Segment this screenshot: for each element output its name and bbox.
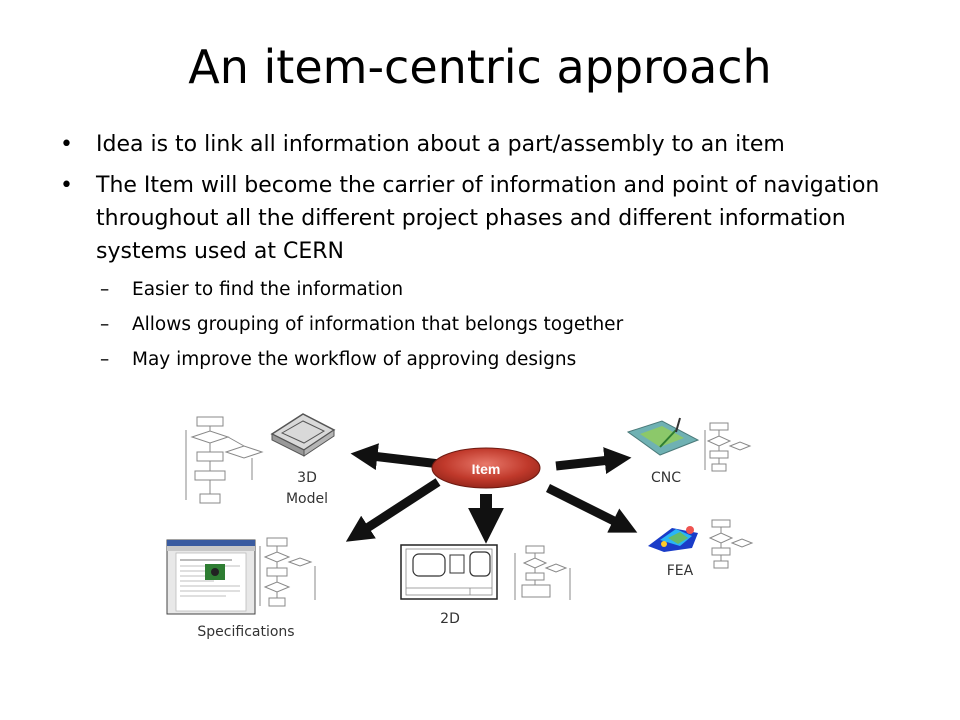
arrow-to-specifications <box>345 478 441 542</box>
flowchart-thumbnail <box>185 416 264 504</box>
label-fea: FEA <box>666 563 694 579</box>
bullet-item: • The Item will become the carrier of in… <box>60 169 920 268</box>
slide-title: An item-centric approach <box>188 40 772 94</box>
arrow-to-cnc <box>555 447 632 475</box>
label-specifications: Specifications <box>197 624 295 640</box>
sub-bullet-text: May improve the workflow of approving de… <box>132 349 577 370</box>
flowchart-thumbnail-cnc <box>704 422 752 472</box>
3d-model-thumbnail <box>270 413 336 457</box>
item-label: Item <box>472 461 501 477</box>
bullet-text: The Item will become the carrier of info… <box>96 173 880 264</box>
arrow-to-fea <box>545 483 638 533</box>
specifications-thumbnail <box>166 539 256 615</box>
label-3d-model-line1: 3D <box>297 470 317 486</box>
bullet-item: • Idea is to link all information about … <box>60 128 920 161</box>
fea-thumbnail <box>648 526 698 552</box>
sub-bullet-text: Allows grouping of information that belo… <box>132 314 624 335</box>
bullet-dot: • <box>60 173 73 198</box>
label-cnc: CNC <box>650 470 682 486</box>
label-3d-model-line2: Model <box>285 491 329 507</box>
label-2d: 2D <box>440 611 460 627</box>
sub-bullet-item: – Easier to find the information <box>60 277 920 303</box>
bullet-dot: • <box>60 132 73 157</box>
label-3d-model: 3D Model <box>272 468 342 510</box>
dash-marker: – <box>100 349 110 370</box>
dash-marker: – <box>100 279 110 300</box>
2d-drawing-thumbnail <box>400 544 498 600</box>
sub-bullet-item: – May improve the workflow of approving … <box>60 347 920 373</box>
flowchart-thumbnail-specs <box>259 537 316 607</box>
sub-bullet-text: Easier to find the information <box>132 279 404 300</box>
bullet-text: Idea is to link all information about a … <box>96 132 785 157</box>
dash-marker: – <box>100 314 110 335</box>
flowchart-thumbnail-fea <box>708 519 754 569</box>
cnc-thumbnail <box>626 417 700 456</box>
sub-bullet-item: – Allows grouping of information that be… <box>60 312 920 338</box>
flowchart-thumbnail-2d <box>514 545 571 600</box>
item-node: Item <box>431 447 541 489</box>
bullet-list: • Idea is to link all information about … <box>60 128 920 373</box>
